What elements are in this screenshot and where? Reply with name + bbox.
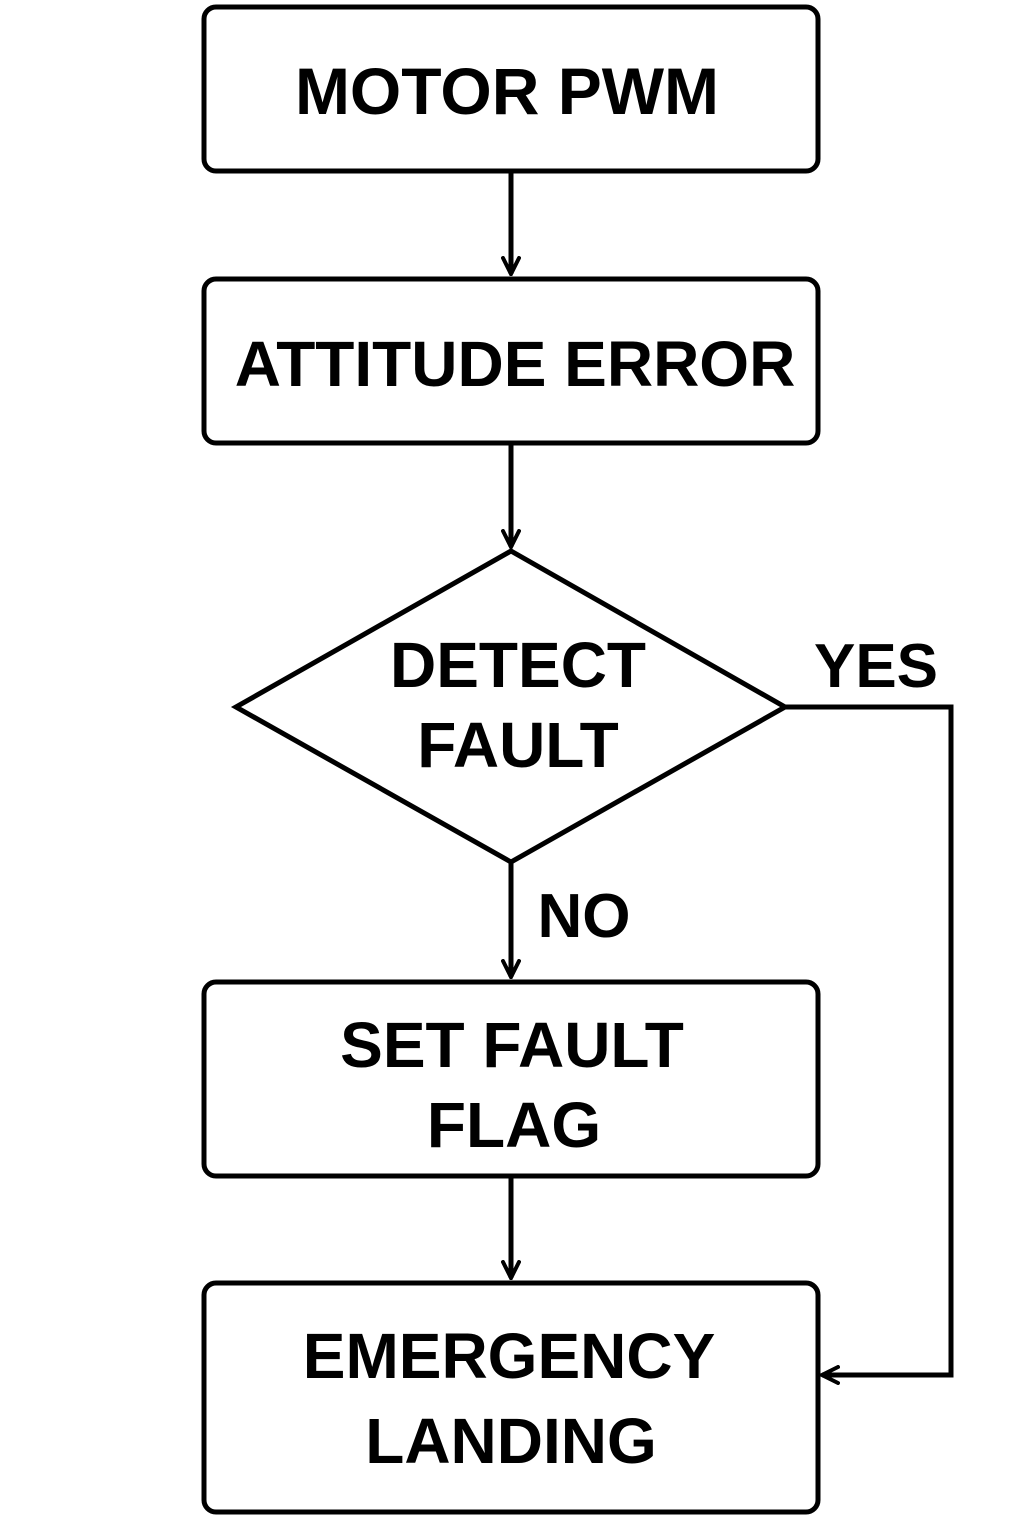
detect-fault-diamond: [230, 548, 791, 865]
set-fault-flag-label-line2: FLAG: [427, 1089, 601, 1161]
yes-label: YES: [814, 632, 938, 701]
attitude-error-label: ATTITUDE ERROR: [235, 328, 796, 400]
detect-fault-label-line2: FAULT: [417, 709, 618, 781]
motor-pwm-label: MOTOR PWM: [295, 54, 719, 128]
emergency-landing-label-line2: LANDING: [365, 1405, 657, 1477]
no-label: NO: [538, 882, 631, 951]
emergency-landing-label-line1: EMERGENCY: [303, 1320, 716, 1392]
emergency-landing-box: [201, 1280, 821, 1515]
detect-fault-label-line1: DETECT: [390, 629, 646, 701]
arrow-yes-to-emergency: [785, 704, 954, 1375]
set-fault-flag-label-line1: SET FAULT: [340, 1009, 684, 1081]
